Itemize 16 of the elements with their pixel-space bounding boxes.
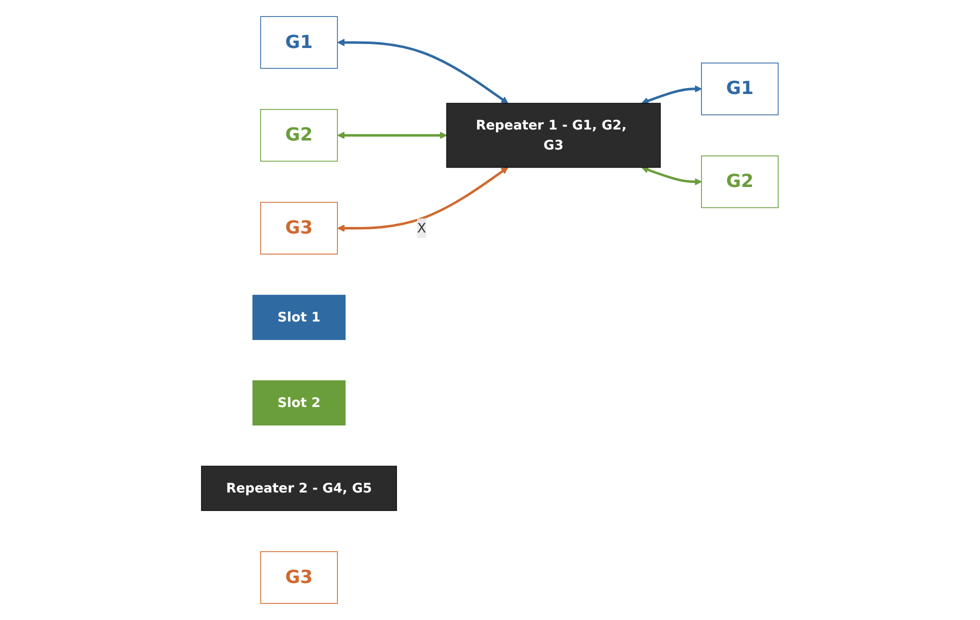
arrow	[338, 167, 508, 232]
node-box: G3	[260, 551, 338, 604]
arrow	[642, 85, 702, 104]
node-box: G2	[701, 155, 779, 208]
node-box: G2	[260, 109, 338, 162]
node-box: Slot 2	[252, 380, 346, 426]
edge-label: X	[417, 220, 426, 236]
arrow	[338, 38, 508, 104]
arrow	[642, 166, 702, 186]
arrow	[338, 132, 448, 139]
node-box: G1	[701, 62, 779, 116]
node-box: Repeater 1 - G1, G2, G3	[446, 102, 661, 168]
node-box: Slot 1	[252, 294, 346, 340]
node-box: G3	[260, 202, 338, 255]
node-box: G1	[260, 16, 338, 69]
node-box: Repeater 2 - G4, G5	[201, 466, 398, 511]
